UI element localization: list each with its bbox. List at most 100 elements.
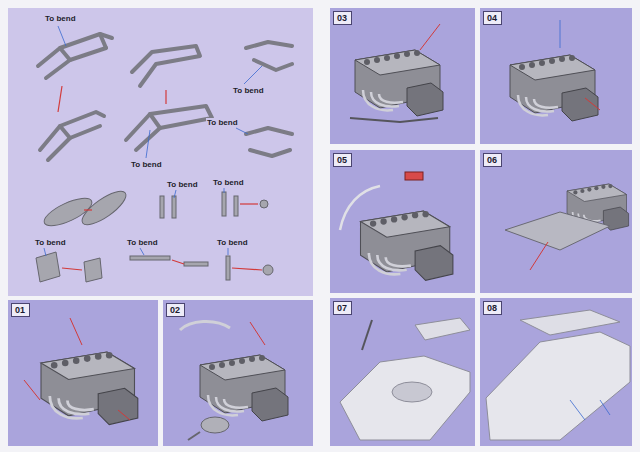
- red-arrow: [232, 268, 262, 270]
- frame-part: [132, 46, 200, 86]
- frame-part: [150, 114, 160, 128]
- plate-part: [36, 252, 60, 282]
- red-arrow: [84, 209, 92, 210]
- bend-note: To bend: [166, 180, 199, 189]
- frame-part: [60, 48, 70, 60]
- step-leaders: [570, 400, 610, 420]
- step-label: 04: [487, 13, 498, 23]
- red-arrow: [24, 380, 40, 400]
- step-panel: [480, 8, 632, 144]
- frame-part: [246, 42, 292, 48]
- fin-part: [78, 186, 131, 231]
- mirror-stem: [188, 432, 200, 440]
- cockpit-part: [392, 382, 432, 402]
- step-panel: [163, 300, 313, 446]
- red-arrow: [420, 24, 440, 50]
- leader-line: [44, 248, 46, 256]
- step-panel: [330, 150, 475, 293]
- frame-part: [350, 118, 438, 122]
- bracket-part: [226, 256, 230, 280]
- leader-line: [146, 130, 150, 158]
- bend-note: To bend: [216, 238, 249, 247]
- bar-part: [130, 256, 170, 260]
- frame-part: [46, 48, 106, 78]
- frame-part: [100, 34, 106, 48]
- step-label: 06: [487, 155, 498, 165]
- red-arrow: [172, 260, 184, 264]
- bend-leaders: [44, 26, 262, 256]
- step-number: 07: [333, 301, 352, 315]
- step-number: 04: [483, 11, 502, 25]
- step-panel: [330, 8, 475, 144]
- red-arrow: [118, 410, 130, 420]
- parts-panel: [8, 8, 313, 296]
- plate-part: [84, 258, 102, 282]
- step-number: 06: [483, 153, 502, 167]
- bend-note: To bend: [34, 238, 67, 247]
- bracket-part: [160, 196, 164, 218]
- rod-part: [362, 320, 372, 350]
- frame-part: [40, 112, 104, 150]
- leader-line: [244, 66, 262, 84]
- step-panel: [330, 298, 475, 446]
- leader-line: [58, 26, 66, 46]
- leader-line: [570, 400, 585, 420]
- ring-part: [260, 200, 268, 208]
- step-label: 07: [337, 303, 348, 313]
- frame-part: [246, 128, 292, 134]
- engine-drawing: [510, 55, 598, 121]
- red-arrows: [58, 86, 262, 270]
- red-arrow: [62, 268, 82, 270]
- frame-part: [250, 150, 290, 156]
- leader-line: [228, 248, 229, 255]
- red-arrow: [530, 242, 548, 270]
- bracket-part: [172, 196, 176, 218]
- step-label: 05: [337, 155, 348, 165]
- frame-part: [60, 126, 70, 138]
- small-parts: [36, 186, 273, 282]
- tray-part: [505, 212, 610, 250]
- bracket-part: [234, 196, 238, 216]
- leader-line: [236, 128, 248, 134]
- bend-note: To bend: [44, 14, 77, 23]
- engine-drawing: [361, 211, 453, 280]
- step-label: 01: [15, 305, 26, 315]
- red-arrow: [585, 98, 600, 110]
- step-leaders: [24, 318, 130, 420]
- step-number: 08: [483, 301, 502, 315]
- engine-drawing: [200, 355, 288, 421]
- mirror-part: [201, 417, 229, 433]
- pipe-part: [340, 186, 380, 230]
- step-panel: [480, 150, 632, 293]
- panel-part: [520, 310, 620, 335]
- bend-note: To bend: [232, 86, 265, 95]
- frame-part: [126, 106, 212, 150]
- bend-note: To bend: [212, 178, 245, 187]
- body-part: [340, 356, 470, 440]
- leader-line: [174, 190, 176, 198]
- exhaust-part: [180, 321, 230, 330]
- bend-note: To bend: [206, 118, 239, 127]
- bend-note: To bend: [126, 238, 159, 247]
- step-number: 02: [166, 303, 185, 317]
- red-arrow: [250, 322, 265, 345]
- step-number: 05: [333, 153, 352, 167]
- frame-part: [48, 126, 100, 160]
- step-label: 08: [487, 303, 498, 313]
- bracket-part: [222, 192, 226, 216]
- red-arrow: [58, 86, 62, 112]
- leader-line: [224, 188, 225, 193]
- engine-drawing: [41, 352, 138, 425]
- leader-line: [140, 248, 144, 255]
- engine-drawing: [355, 50, 443, 116]
- red-arrow: [70, 318, 82, 345]
- step-panel: [480, 298, 632, 446]
- panel-part: [415, 318, 470, 340]
- leader-line: [600, 400, 610, 415]
- leader-line: [560, 20, 561, 48]
- step-number: 03: [333, 11, 352, 25]
- bend-note: To bend: [130, 160, 163, 169]
- ring-part: [263, 265, 273, 275]
